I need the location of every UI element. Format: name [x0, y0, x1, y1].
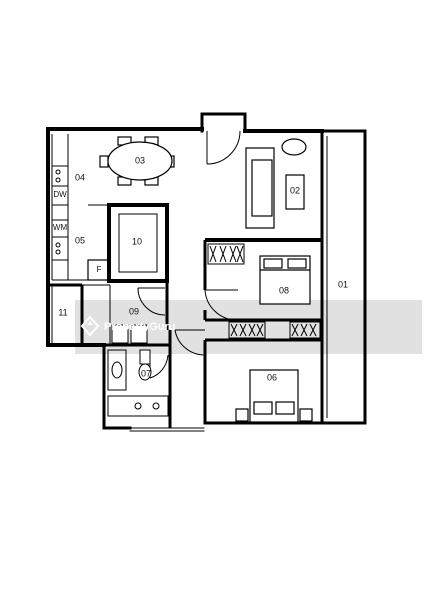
watermark: PropertyGuru	[80, 315, 176, 337]
bathroom-fixtures	[111, 349, 160, 410]
bed-06	[235, 369, 313, 423]
room-label-10: 10	[132, 236, 142, 246]
bed-08	[259, 255, 311, 305]
appliance-labels: DW WM F	[53, 190, 102, 274]
coffee-table	[285, 174, 305, 210]
fridge-label: F	[97, 265, 102, 274]
room-label-03: 03	[135, 155, 145, 165]
lamp	[281, 138, 307, 156]
room-label-01: 01	[338, 279, 348, 289]
room-label-09: 09	[129, 306, 139, 316]
room-label-11: 11	[58, 307, 67, 317]
watermark-text: PropertyGuru	[104, 321, 176, 333]
room-label-08: 08	[279, 285, 289, 295]
wardrobe-hatching	[209, 245, 317, 337]
room-label-06: 06	[267, 372, 277, 382]
kitchen-fixtures	[55, 169, 61, 255]
dishwasher-label: DW	[53, 190, 67, 199]
room-label-05: 05	[75, 235, 85, 245]
room-label-07: 07	[141, 368, 151, 378]
propertyguru-logo-icon	[80, 315, 100, 337]
room-labels: 01 02 03 04 05 06 07 08 09 10 11	[58, 155, 348, 382]
balcony-glazing	[320, 131, 328, 423]
outer-walls	[46, 112, 367, 432]
washing-machine-label: WM	[53, 223, 68, 232]
utility-fixtures	[111, 324, 148, 344]
sofa	[245, 147, 275, 229]
room-label-04: 04	[75, 172, 85, 182]
dining-table	[99, 136, 175, 186]
interior-walls	[48, 134, 322, 428]
room-label-02: 02	[290, 185, 300, 195]
